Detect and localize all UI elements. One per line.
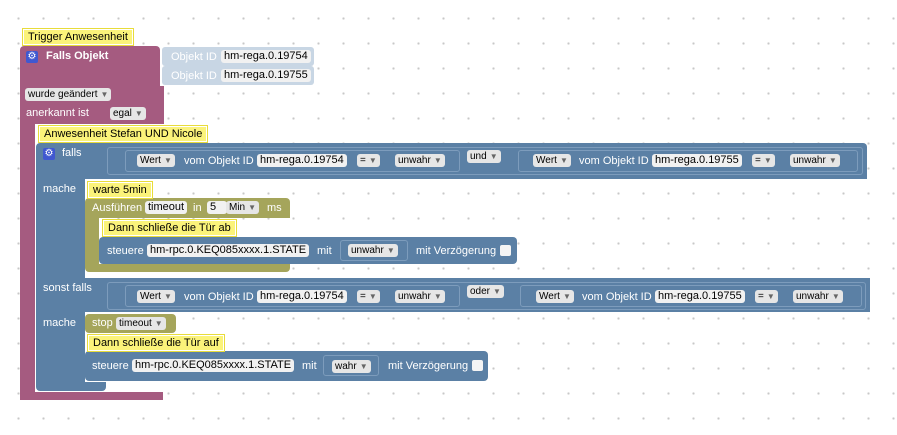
timeout-comment[interactable]: warte 5min — [87, 181, 153, 199]
operator-dropdown[interactable]: =▼ — [357, 290, 380, 303]
trigger-block-header — [20, 46, 160, 86]
logic-operator-dropdown[interactable]: und▼ — [467, 150, 501, 163]
mit-verzoegerung-label: mit Verzögerung — [416, 245, 497, 257]
object-id-label: Objekt ID — [171, 51, 217, 63]
delay-checkbox[interactable] — [500, 245, 511, 256]
operator-dropdown[interactable]: =▼ — [357, 154, 380, 167]
target-object-field[interactable]: hm-rpc.0.KEQ085xxxx.1.STATE — [132, 359, 295, 372]
if-block-spine-1 — [36, 179, 85, 278]
vom-objekt-id-label: vom Objekt ID — [184, 155, 254, 167]
condition-2-right-compare[interactable] — [520, 285, 862, 307]
falls-label: falls — [62, 147, 82, 159]
steuere-label: steuere — [92, 360, 129, 372]
condition-1-left-compare[interactable] — [125, 150, 460, 172]
mit-label: mit — [317, 245, 332, 257]
vom-objekt-id-label: vom Objekt ID — [579, 155, 649, 167]
condition-2-left-compare[interactable] — [125, 285, 460, 307]
change-type-dropdown[interactable]: wurde geändert▼ — [25, 88, 112, 101]
logic-operator-dropdown[interactable]: oder▼ — [467, 285, 504, 298]
object-id-field[interactable]: hm-rega.0.19754 — [257, 290, 347, 303]
falls-objekt-label: Falls Objekt — [46, 50, 109, 62]
value-property-dropdown[interactable]: Wert▼ — [533, 154, 571, 167]
timeout-block-spine — [85, 218, 99, 264]
value-socket[interactable] — [340, 240, 408, 261]
trigger-block-footer — [20, 392, 163, 400]
value-property-dropdown[interactable]: Wert▼ — [137, 290, 175, 303]
target-object-field[interactable]: hm-rpc.0.KEQ085xxxx.1.STATE — [147, 244, 310, 257]
value-property-dropdown[interactable]: Wert▼ — [536, 290, 574, 303]
mit-label: mit — [302, 360, 317, 372]
ms-label: ms — [267, 202, 282, 214]
object-id-field-2[interactable]: hm-rega.0.19755 — [221, 69, 311, 82]
object-id-field-1[interactable]: hm-rega.0.19754 — [221, 50, 311, 63]
bool-value-dropdown[interactable]: unwahr▼ — [790, 154, 840, 167]
gear-icon[interactable]: ⚙ — [43, 148, 55, 160]
operator-dropdown[interactable]: =▼ — [755, 290, 778, 303]
vom-objekt-id-label: vom Objekt ID — [582, 291, 652, 303]
ausfuehren-label: Ausführen — [92, 202, 143, 214]
object-id-field[interactable]: hm-rega.0.19755 — [655, 290, 745, 303]
anerkannt-dropdown[interactable]: egal▼ — [110, 107, 146, 120]
delay-amount-field[interactable]: 5 — [207, 201, 227, 214]
mache-label: mache — [43, 317, 77, 329]
bool-value-dropdown[interactable]: wahr▼ — [332, 360, 371, 373]
sonst-falls-label: sonst falls — [43, 282, 92, 294]
condition-2-logic-block[interactable] — [107, 282, 866, 310]
timeout-block-footer — [85, 264, 290, 272]
delay-checkbox[interactable] — [472, 360, 483, 371]
stop-label: stop — [92, 317, 113, 329]
object-id-field[interactable]: hm-rega.0.19754 — [257, 154, 347, 167]
bool-value-dropdown[interactable]: unwahr▼ — [348, 244, 398, 257]
anerkannt-label: anerkannt ist — [26, 107, 89, 119]
delay-unit-dropdown[interactable]: Min▼ — [226, 201, 260, 214]
mache-label: mache — [43, 183, 77, 195]
bool-value-dropdown[interactable]: unwahr▼ — [793, 290, 843, 303]
object-id-label: Objekt ID — [171, 70, 217, 82]
operator-dropdown[interactable]: =▼ — [752, 154, 775, 167]
gear-icon[interactable]: ⚙ — [26, 51, 38, 63]
value-property-dropdown[interactable]: Wert▼ — [137, 154, 175, 167]
timeout-select-dropdown[interactable]: timeout▼ — [116, 317, 166, 330]
condition-1-logic-block[interactable] — [107, 147, 863, 175]
if-block-spine-2 — [36, 312, 85, 382]
if-block-footer — [36, 382, 106, 391]
trigger-block-spine — [20, 86, 35, 400]
bool-value-dropdown[interactable]: unwahr▼ — [395, 290, 445, 303]
steuere-label: steuere — [107, 245, 144, 257]
condition-1-right-compare[interactable] — [518, 150, 858, 172]
if-comment[interactable]: Anwesenheit Stefan UND Nicole — [38, 125, 209, 143]
value-socket[interactable] — [323, 355, 379, 376]
vom-objekt-id-label: vom Objekt ID — [184, 291, 254, 303]
mit-verzoegerung-label: mit Verzögerung — [388, 360, 469, 372]
bool-value-dropdown[interactable]: unwahr▼ — [395, 154, 445, 167]
control-1-comment[interactable]: Dann schließe die Tür ab — [102, 219, 237, 237]
timeout-name-field[interactable]: timeout — [145, 201, 188, 214]
object-id-field[interactable]: hm-rega.0.19755 — [652, 154, 742, 167]
trigger-comment[interactable]: Trigger Anwesenheit — [22, 28, 134, 46]
in-label: in — [193, 202, 202, 214]
control-2-comment[interactable]: Dann schließe die Tür auf — [87, 334, 225, 352]
